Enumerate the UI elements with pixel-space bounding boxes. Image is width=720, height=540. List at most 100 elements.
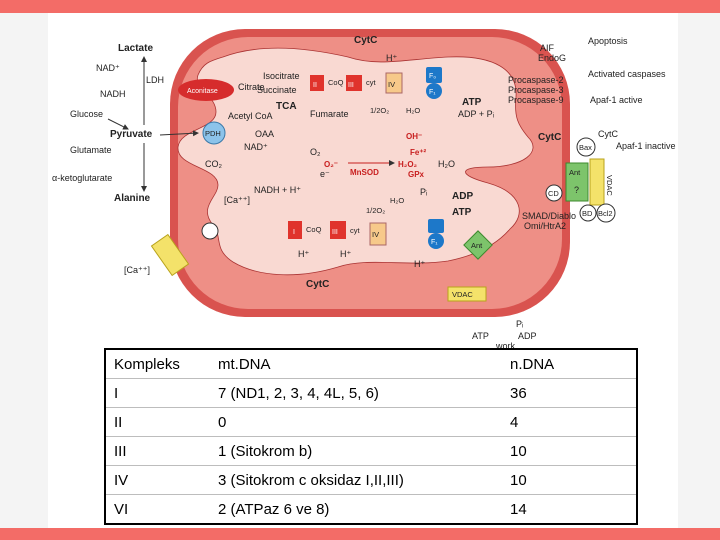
table-cell: III <box>104 436 210 466</box>
table-cell: 4 <box>502 407 638 437</box>
cytc-top-label: CytC <box>354 35 377 46</box>
adp-cytosol-label: ADP <box>518 331 537 341</box>
citrate-label: Citrate <box>238 82 265 92</box>
calcium-channel <box>201 222 219 240</box>
f1-subunit <box>426 83 442 99</box>
bcl2-label: Bcl2 <box>598 209 613 218</box>
cyt-lower-label: cyt <box>350 226 361 235</box>
gpx-label: GPx <box>408 170 425 179</box>
table-cell: VI <box>104 494 210 525</box>
top-accent-stripe <box>0 0 720 13</box>
vdac-lower-label: VDAC <box>452 290 473 299</box>
apoptosis-label: Apoptosis <box>588 36 628 46</box>
table-header-cell: Kompleks <box>104 348 210 379</box>
complex-iv-lower-box <box>369 222 387 246</box>
h2o-upper-label: H₂O <box>406 106 420 115</box>
vdac-right-label: VDAC <box>605 175 614 196</box>
mitochondria-diagram: Lactate NAD⁺ LDH NADH Glucose Pyruvate G… <box>48 17 678 352</box>
complex-iv-box <box>385 72 403 94</box>
procaspase-9-label: Procaspase-9 <box>508 95 564 105</box>
complex-ii-box <box>310 75 324 91</box>
oaa-label: OAA <box>255 129 274 139</box>
table-cell: 7 (ND1, 2, 3, 4, 4L, 5, 6) <box>210 378 502 408</box>
table-row: IV 3 (Sitokrom c oksidaz I,II,III) 10 <box>104 465 638 495</box>
hydroxyl-label: OH⁻ <box>406 132 422 141</box>
pi-lower-label: Pᵢ <box>420 187 427 197</box>
ca-cytosol-label: [Ca⁺⁺] <box>124 265 150 275</box>
procaspase-3-label: Procaspase-3 <box>508 85 564 95</box>
adp-pi-upper-label: ADP + Pᵢ <box>458 109 494 119</box>
glutamate-label: Glutamate <box>70 145 112 155</box>
left-margin-shade <box>0 13 48 528</box>
table-cell: 10 <box>502 465 638 495</box>
table-row: I 7 (ND1, 2, 3, 4, 4L, 5, 6) 36 <box>104 378 638 408</box>
h-plus-lower-1: H⁺ <box>298 249 309 259</box>
cd-label: CD <box>548 189 559 198</box>
cytc-bottom-label: CytC <box>306 279 329 290</box>
tca-label: TCA <box>276 101 297 112</box>
table-cell: I <box>104 378 210 408</box>
o2-label: O₂ <box>310 147 321 157</box>
mnsod-label: MnSOD <box>350 168 379 177</box>
alpha-ketoglutarate-label: α-ketoglutarate <box>52 173 112 183</box>
coq-lower-label: CoQ <box>306 225 322 234</box>
endog-label: EndoG <box>538 53 566 63</box>
cyt-upper-label: cyt <box>366 78 377 87</box>
table-row: VI 2 (ATPaz 6 ve 8) 14 <box>104 494 638 525</box>
alanine-label: Alanine <box>114 193 151 204</box>
complex-i-label: I <box>293 229 295 236</box>
glucose-pyruvate-arrow <box>107 118 129 130</box>
vdac-lower-channel <box>447 286 487 302</box>
iron-label: Fe⁺² <box>410 148 427 157</box>
cytc-far-label: CytC <box>598 129 619 139</box>
complex-iv-label: IV <box>388 80 395 89</box>
isocitrate-label: Isocitrate <box>263 71 300 81</box>
complex-iii-lower-box <box>330 221 346 239</box>
bd-label: BD <box>582 209 593 218</box>
table-row: III 1 (Sitokrom b) 10 <box>104 436 638 466</box>
h2o-lower-label: H₂O <box>390 196 404 205</box>
f1-label: F₁ <box>429 89 436 96</box>
half-o2-upper-label: 1/2O₂ <box>370 106 389 115</box>
table-cell: 0 <box>210 407 502 437</box>
vdac-right-channel <box>589 158 605 206</box>
cd-protein <box>545 184 563 202</box>
nadh-label: NADH <box>100 89 126 99</box>
acetyl-coa-label: Acetyl CoA <box>228 111 273 121</box>
f1-lower-subunit <box>428 233 444 249</box>
right-margin-shade <box>678 13 720 528</box>
superoxide-label: O₂⁻ <box>324 160 338 169</box>
complex-iii-box <box>346 75 362 91</box>
complex-iii-label: III <box>348 82 354 89</box>
procaspase-2-label: Procaspase-2 <box>508 75 564 85</box>
h2o2-label: H₂O₂ <box>398 160 418 169</box>
half-o2-lower-label: 1/2O₂ <box>366 206 385 215</box>
pdh-enzyme <box>202 121 226 145</box>
table-row: II 0 4 <box>104 407 638 437</box>
complex-ii-label: II <box>313 82 317 89</box>
question-label: ? <box>574 185 579 195</box>
atp-cytosol-label: ATP <box>472 331 489 341</box>
h-plus-lower-3: H⁺ <box>414 259 425 269</box>
ant-lower-label: Ant <box>471 241 483 250</box>
complex-iii-lower-label: III <box>332 229 338 236</box>
aconitase-badge <box>178 79 234 101</box>
table-cell: II <box>104 407 210 437</box>
table-header-cell: n.DNA <box>502 348 638 379</box>
ldh-label: LDH <box>146 75 164 85</box>
table-cell: IV <box>104 465 210 495</box>
ant-lower-transporter <box>463 230 493 260</box>
bottom-accent-stripe <box>0 528 720 540</box>
nad-plus-matrix-label: NAD⁺ <box>244 142 268 152</box>
apaf1-inactive-label: Apaf-1 inactive <box>616 141 676 151</box>
bax-protein <box>576 137 596 157</box>
adp-lower-label: ADP <box>452 191 473 202</box>
co2-label: CO₂ <box>205 159 223 169</box>
table-cell: 3 (Sitokrom c oksidaz I,II,III) <box>210 465 502 495</box>
coq-upper-label: CoQ <box>328 78 344 87</box>
fumarate-label: Fumarate <box>310 109 349 119</box>
aconitase-label: Aconitase <box>187 88 218 95</box>
nad-plus-label: NAD⁺ <box>96 63 120 73</box>
lactate-label: Lactate <box>118 43 153 54</box>
table-cell: 2 (ATPaz 6 ve 8) <box>210 494 502 525</box>
